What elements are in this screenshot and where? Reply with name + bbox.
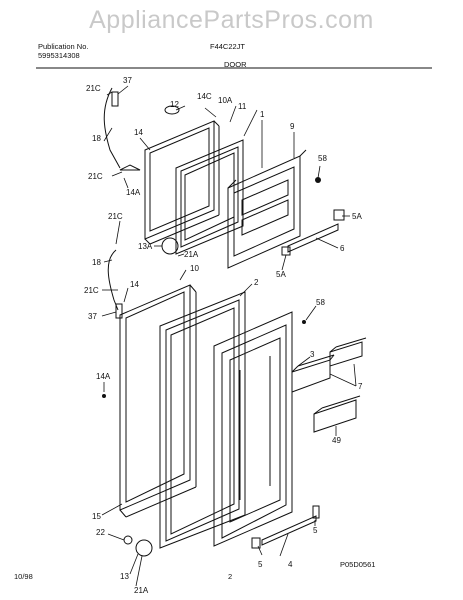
callout-5a-right: 5A <box>352 212 362 221</box>
freezer-door-outer-panel <box>144 120 220 245</box>
callout-14a-low: 14A <box>96 372 111 381</box>
callout-21c-bot: 21C <box>84 286 99 295</box>
callout-49: 49 <box>332 436 341 445</box>
callout-21a-bot: 21A <box>134 586 149 595</box>
callout-14-top: 14 <box>134 128 143 137</box>
callout-10a: 10A <box>218 96 233 105</box>
publication-number: 5995314308 <box>38 51 80 60</box>
bottom-rail-4 <box>251 505 320 549</box>
callout-1: 1 <box>260 110 265 119</box>
callout-9: 9 <box>290 122 295 131</box>
section-title: DOOR <box>224 60 247 69</box>
callout-13: 13 <box>120 572 129 581</box>
footer-date: 10/98 <box>14 572 33 581</box>
hinge-21c-mid <box>119 164 141 171</box>
publication-label: Publication No. <box>38 42 89 51</box>
watermark-text: AppliancePartsPros.com <box>89 6 374 34</box>
callout-11: 11 <box>238 102 247 111</box>
callout-12: 12 <box>170 100 179 109</box>
callout-15: 15 <box>92 512 101 521</box>
door-shelf-3 <box>291 354 335 393</box>
spring-37-low <box>115 303 123 319</box>
screw-58-top <box>315 177 321 183</box>
callout-5-left: 5 <box>258 560 263 569</box>
harness-wire-low <box>107 249 119 311</box>
callout-14-low: 14 <box>130 280 139 289</box>
hinge-pin-12 <box>164 105 180 115</box>
callout-18-top: 18 <box>92 134 101 143</box>
callout-18-low: 18 <box>92 258 101 267</box>
callout-13a: 13A <box>138 242 153 251</box>
callout-14a-top: 14A <box>126 188 141 197</box>
screw-58-low <box>302 320 306 324</box>
footer-page: 2 <box>228 572 233 581</box>
callout-21c-mid: 21C <box>88 172 103 181</box>
door-shelf-7 <box>329 337 367 367</box>
callout-21a-mid: 21A <box>184 250 199 259</box>
callout-21c-top: 21C <box>86 84 101 93</box>
callout-7: 7 <box>358 382 363 391</box>
callout-5-right: 5 <box>313 526 318 535</box>
callout-3: 3 <box>310 350 315 359</box>
callout-14c: 14C <box>197 92 212 101</box>
hinge-13 <box>135 539 153 557</box>
callout-37-top: 37 <box>123 76 132 85</box>
bushing-22 <box>123 535 133 545</box>
fresh-food-gasket <box>159 291 246 549</box>
screw-14a-low <box>102 394 106 398</box>
callout-4: 4 <box>288 560 293 569</box>
callout-21c-low: 21C <box>108 212 123 221</box>
spring-37-top <box>111 91 119 107</box>
model-number: F44C22JT <box>210 42 246 51</box>
harness-wire-top <box>103 87 121 169</box>
fresh-food-door-outer-panel <box>119 284 197 518</box>
callout-leaders <box>101 85 357 587</box>
callout-58-low: 58 <box>316 298 325 307</box>
door-bin-49 <box>313 395 361 433</box>
callout-5a-left: 5A <box>276 270 286 279</box>
callout-37-low: 37 <box>88 312 97 321</box>
freezer-shelf-rail <box>281 209 345 256</box>
footer-diagram-code: P05D0561 <box>340 560 376 569</box>
fresh-food-door-liner <box>213 311 293 547</box>
callout-2: 2 <box>254 278 259 287</box>
callout-58-top: 58 <box>318 154 327 163</box>
freezer-door-liner <box>227 149 307 269</box>
callout-10: 10 <box>190 264 199 273</box>
callout-6: 6 <box>340 244 345 253</box>
callout-22: 22 <box>96 528 105 537</box>
